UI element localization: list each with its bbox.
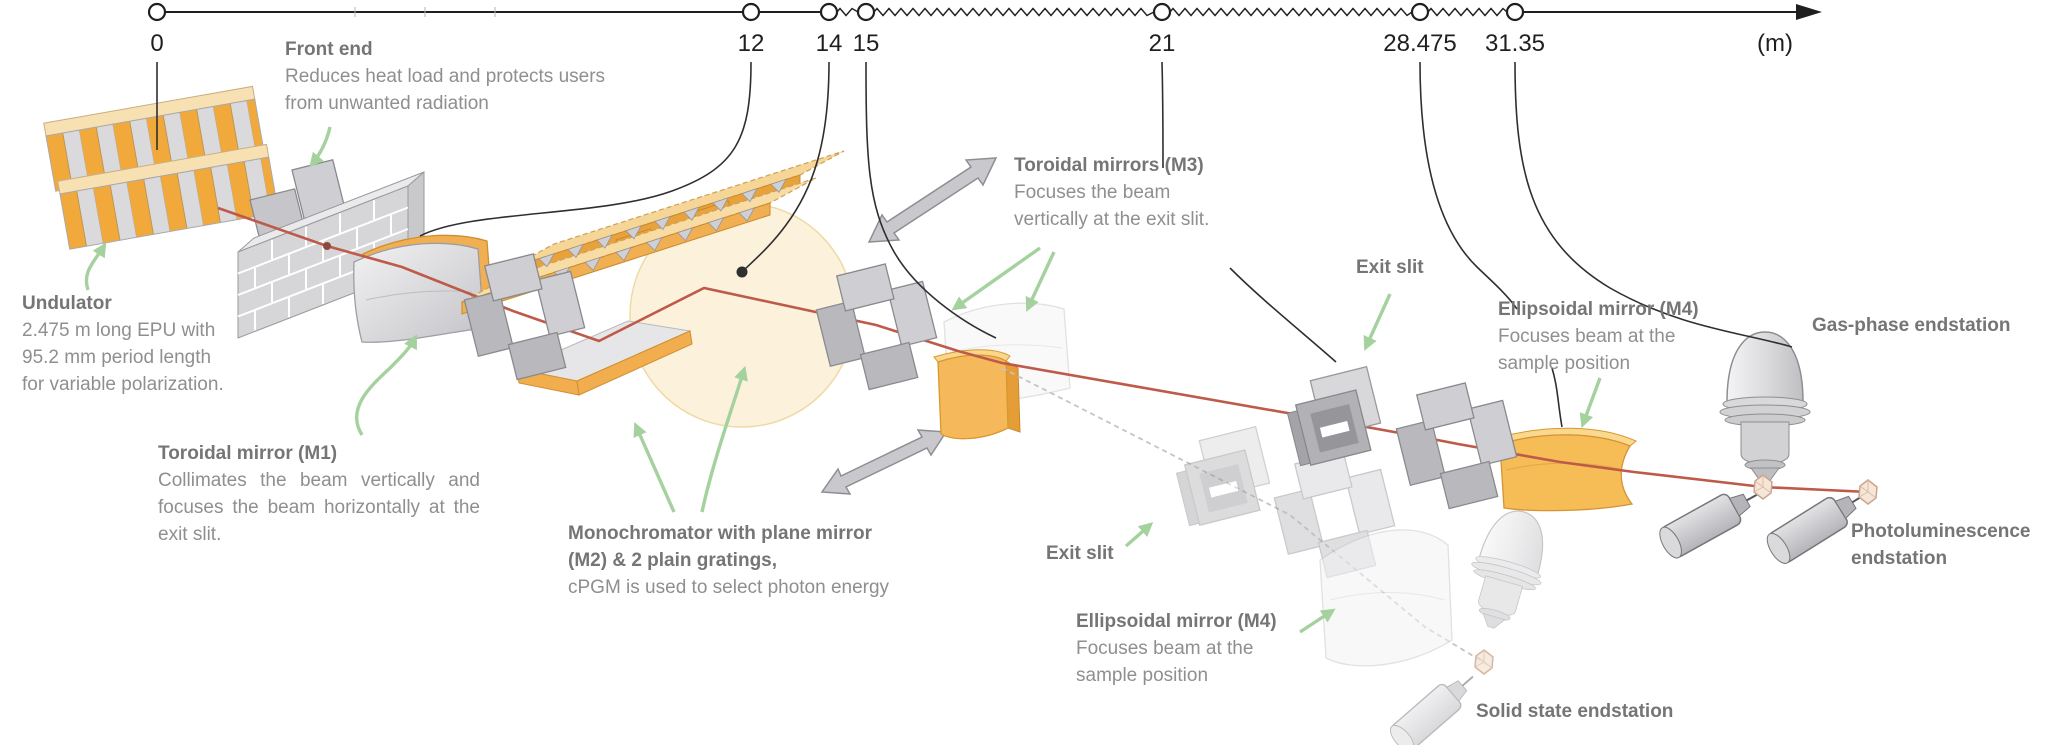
label-front-end: Front end Reduces heat load and protects… bbox=[285, 36, 605, 117]
scale-tick-21: 21 bbox=[1149, 30, 1176, 58]
m3-arrow-2 bbox=[1028, 252, 1054, 308]
scale-tick-28-475: 28.475 bbox=[1383, 30, 1456, 58]
distance-scale bbox=[149, 4, 1822, 20]
scale-arrowhead bbox=[1796, 4, 1822, 20]
gas-phase-chamber bbox=[1720, 332, 1810, 482]
scale-tick-31-35: 31.35 bbox=[1485, 30, 1545, 58]
label-exit-slit-lower: Exit slit bbox=[1046, 540, 1114, 567]
m1-title: Toroidal mirror (M1) bbox=[158, 440, 480, 467]
front-end-arrow bbox=[312, 127, 330, 164]
undulator bbox=[44, 86, 279, 249]
m1-arrow bbox=[357, 338, 415, 435]
pl-detector-1 bbox=[1655, 478, 1768, 561]
scale-tick-15: 15 bbox=[853, 30, 880, 58]
exit-slit-lower-arrow bbox=[1126, 525, 1150, 546]
monochromator-title-2: (M2) & 2 plain gratings, bbox=[568, 547, 889, 574]
m3-title: Toroidal mirrors (M3) bbox=[1014, 152, 1209, 179]
label-undulator: Undulator 2.475 m long EPU with 95.2 mm … bbox=[22, 290, 224, 398]
m4-upper-title: Ellipsoidal mirror (M4) bbox=[1498, 296, 1699, 323]
label-photoluminescence-endstation: Photoluminescence endstation bbox=[1851, 518, 2031, 572]
label-m3: Toroidal mirrors (M3) Focuses the beam v… bbox=[1014, 152, 1209, 233]
label-exit-slit-upper: Exit slit bbox=[1356, 254, 1424, 281]
exit-slit-upper-assembly bbox=[1281, 367, 1386, 468]
m4-upper-arrow bbox=[1583, 378, 1600, 424]
sample-solid-state bbox=[1475, 650, 1493, 674]
scale-tick-12: 12 bbox=[738, 30, 765, 58]
label-m4-upper: Ellipsoidal mirror (M4) Focuses beam at … bbox=[1498, 296, 1699, 377]
wall-aperture-dot bbox=[323, 242, 331, 250]
scale-tick-14: 14 bbox=[816, 30, 843, 58]
m1-description: Collimates the beam vertically and focus… bbox=[158, 467, 480, 548]
label-gas-phase-endstation: Gas-phase endstation bbox=[1812, 312, 2011, 339]
m3-arrow-1 bbox=[955, 248, 1040, 308]
exit-slit-ghost bbox=[1170, 427, 1275, 528]
label-m1: Toroidal mirror (M1) Collimates the beam… bbox=[158, 440, 480, 548]
front-end-title: Front end bbox=[285, 36, 605, 63]
undulator-title: Undulator bbox=[22, 290, 224, 317]
scale-tick-0: 0 bbox=[150, 30, 163, 58]
mono-arrow-1 bbox=[636, 426, 674, 512]
monochromator-title-1: Monochromator with plane mirror bbox=[568, 520, 889, 547]
scale-unit-label: (m) bbox=[1757, 30, 1793, 58]
sample-photoluminescence bbox=[1859, 480, 1877, 504]
label-solid-state-endstation: Solid state endstation bbox=[1476, 698, 1673, 725]
solid-state-chamber-ghost bbox=[1456, 502, 1558, 637]
m4-lower-title: Ellipsoidal mirror (M4) bbox=[1076, 608, 1277, 635]
label-monochromator: Monochromator with plane mirror (M2) & 2… bbox=[568, 520, 889, 601]
label-m4-lower: Ellipsoidal mirror (M4) Focuses beam at … bbox=[1076, 608, 1277, 689]
detector-ghost bbox=[1386, 665, 1483, 745]
exit-slit-upper-arrow bbox=[1366, 294, 1390, 347]
undulator-arrow bbox=[86, 246, 104, 290]
m4-mirror-ghost bbox=[1320, 530, 1452, 666]
monochromator-subtitle: cPGM is used to select photon energy bbox=[568, 574, 889, 601]
grating-leader-dot bbox=[737, 267, 748, 278]
